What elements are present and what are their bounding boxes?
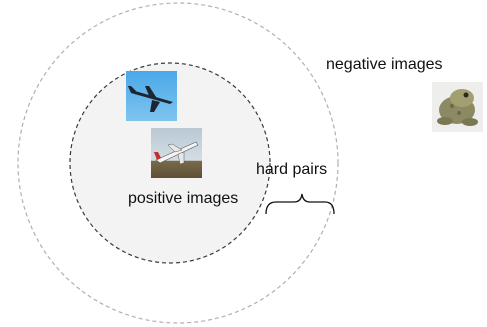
- hard-pairs-label: hard pairs: [256, 161, 328, 178]
- outer-boundary-circle: [17, 2, 339, 324]
- positive-image-airplane-takeoff: [151, 128, 202, 178]
- hard-pairs-brace: [265, 193, 335, 215]
- negative-image-frog: [432, 82, 483, 132]
- positive-image-airplane-sky: [126, 71, 177, 121]
- positive-images-label: positive images: [128, 190, 239, 207]
- negative-images-label: negative images: [326, 56, 443, 73]
